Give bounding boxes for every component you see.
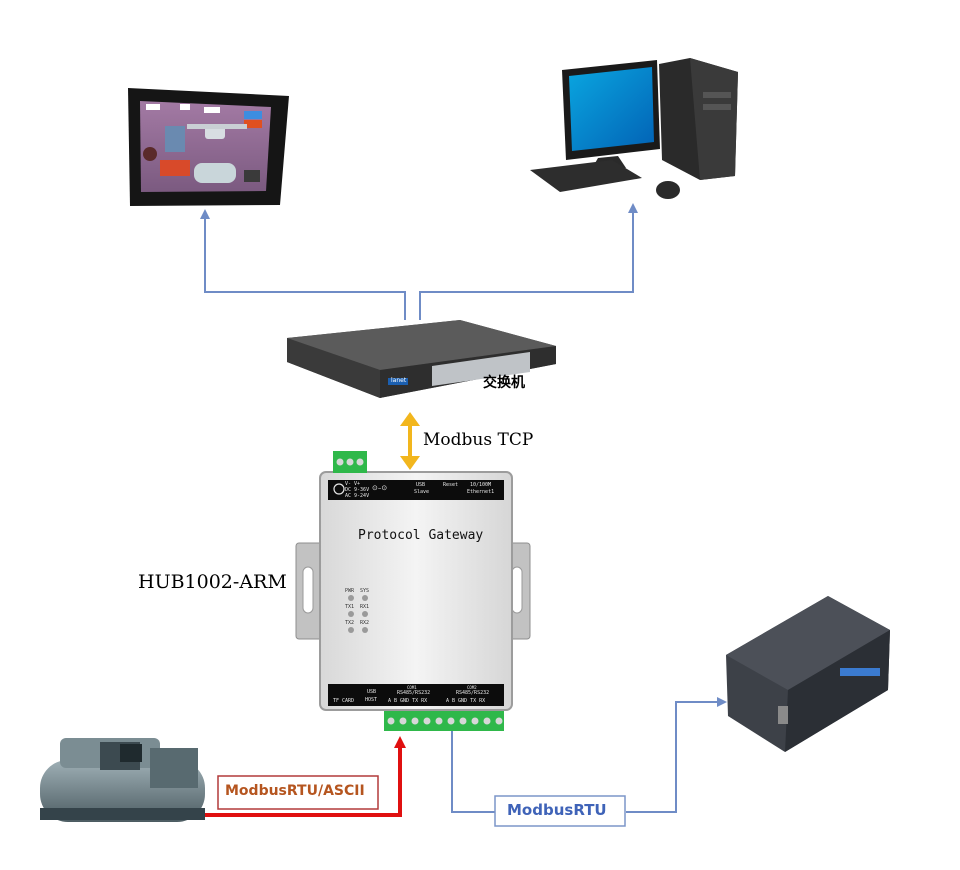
led-label-tx2: TX2	[345, 620, 355, 626]
tf-card-label: TF CARD	[333, 698, 355, 704]
com2-pins-label: A B GND TX RX	[446, 698, 486, 704]
chiller-unit	[40, 738, 205, 822]
ethernet-port-label: Ethernet1	[467, 489, 495, 495]
switch-label: 交换机	[483, 375, 525, 391]
led-label-tx1: TX1	[345, 604, 355, 610]
hmi-touch-panel	[128, 88, 289, 206]
led-label-pwr: PWR	[345, 588, 355, 594]
com1-type-label: RS485/RS232	[397, 690, 431, 696]
modbus-rtu-ascii-connection	[205, 736, 406, 817]
network-switch	[287, 320, 556, 398]
switch-to-hmi-line	[200, 209, 406, 320]
usb-slave-label-2: Slave	[414, 489, 430, 495]
gateway-title: Protocol Gateway	[358, 528, 484, 543]
reset-label: Reset	[443, 482, 459, 488]
power-ac-label: AC 9-24V	[345, 493, 370, 499]
com1-pins-label: A B GND TX RX	[388, 698, 428, 704]
modbus-tcp-arrow	[400, 412, 420, 470]
usb-host-label-2: HOST	[365, 697, 378, 703]
modbus-rtu-label: ModbusRTU	[507, 801, 607, 819]
led-label-sys: SYS	[360, 588, 370, 594]
usb-slave-label: USB	[416, 482, 426, 488]
gateway-model-label: HUB1002-ARM	[138, 571, 287, 593]
usb-host-label: USB	[367, 689, 377, 695]
power-jack-icon: ⊙–⊙	[372, 484, 388, 492]
com2-type-label: RS485/RS232	[456, 690, 490, 696]
led-label-rx2: RX2	[360, 620, 370, 626]
modbus-rtu-connection	[451, 697, 727, 827]
modbus-rtu-ascii-label: ModbusRTU/ASCII	[225, 783, 365, 799]
protocol-gateway-device	[295, 451, 531, 731]
led-label-rx1: RX1	[360, 604, 370, 610]
desktop-pc	[530, 58, 738, 199]
switch-to-pc-line	[419, 203, 638, 320]
modbus-tcp-label: Modbus TCP	[423, 430, 534, 450]
ethernet-speed-label: 10/100M	[470, 482, 492, 488]
power-dc-label: DC 9-36V	[345, 487, 370, 493]
switch-brand: lanet	[391, 377, 407, 384]
com1-label: COM1	[407, 685, 417, 690]
power-terminal-label: V- V+	[345, 481, 361, 487]
com2-label: COM2	[467, 685, 477, 690]
plc-device	[726, 596, 890, 752]
